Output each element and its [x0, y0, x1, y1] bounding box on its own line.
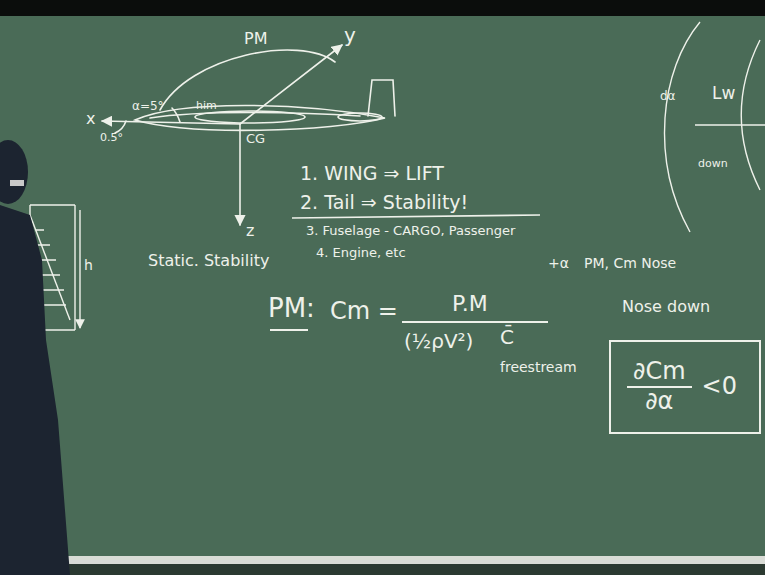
- chalk-label: h: [84, 258, 93, 273]
- chalk-label: (½ρV²): [404, 330, 473, 352]
- underline: [270, 329, 308, 331]
- chalk-label: Static. Stability: [148, 252, 269, 270]
- fraction-bar: [402, 321, 548, 323]
- chalk-label: Nose down: [622, 298, 710, 316]
- lecturer: [0, 140, 70, 575]
- node-content: ∂Cm∂α<0: [611, 342, 759, 431]
- chalk-label: C̄: [500, 326, 514, 348]
- chalk-label: x: [86, 110, 95, 128]
- chalk-label: PM: [244, 30, 267, 48]
- derivative-term: ∂Cm: [627, 358, 692, 388]
- moment-arc-sketch: [665, 22, 765, 232]
- chalk-label: him: [196, 100, 217, 112]
- chalk-label: down: [698, 158, 728, 170]
- chalk-label: y: [344, 24, 356, 46]
- glasses: [10, 180, 24, 186]
- chalk-label: Lw: [712, 84, 735, 103]
- chalk-label: α=5°: [132, 100, 164, 113]
- chalk-label: dα: [660, 90, 676, 103]
- chalk-label: PM:: [268, 294, 315, 323]
- chalk-label: 3. Fuselage - CARGO, Passenger: [306, 224, 515, 238]
- chalk-label: 0.5°: [100, 132, 123, 144]
- chalk-label: freestream: [500, 360, 577, 375]
- chalk-label: Cm =: [330, 298, 398, 324]
- derivative-term: ∂α: [639, 388, 679, 416]
- chalk-label: +α: [548, 256, 569, 271]
- chalk-label: 4. Engine, etc: [316, 246, 406, 260]
- chalk-label: CG: [246, 132, 265, 146]
- chalk-label: P.M: [452, 292, 488, 316]
- top-frame: [0, 0, 765, 16]
- fraction: ∂Cm∂α: [627, 358, 692, 415]
- boxed-condition: ∂Cm∂α<0: [609, 340, 761, 434]
- underline: [292, 215, 540, 218]
- chalk-label: z: [246, 222, 254, 240]
- inequality: <0: [696, 373, 743, 401]
- chalk-label: 1. WING ⇒ LIFT: [300, 163, 444, 184]
- chalk-tray: [0, 556, 765, 564]
- chalk-label: PM, Cm Nose: [584, 256, 676, 271]
- chalk-label: 2. Tail ⇒ Stability!: [300, 192, 468, 213]
- board-edge: [0, 564, 765, 575]
